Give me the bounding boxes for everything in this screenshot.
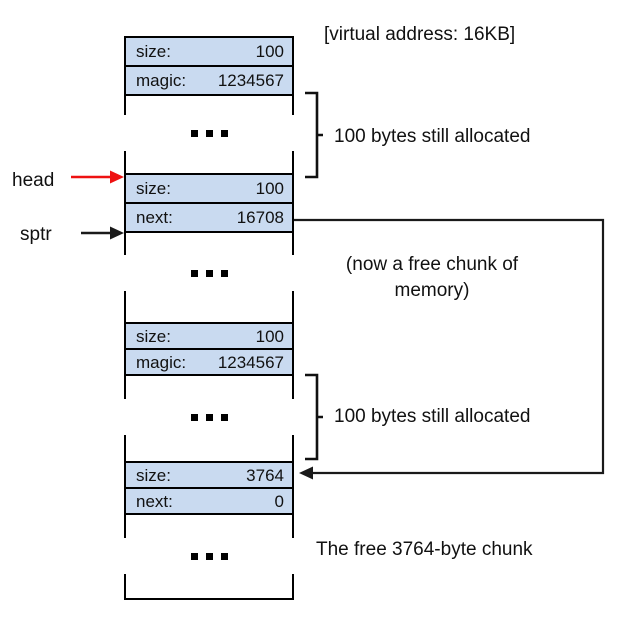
field-label: next:	[136, 208, 173, 227]
ellipsis-dot	[220, 269, 228, 277]
ellipsis-dot	[205, 552, 213, 560]
ellipsis-dot	[205, 413, 213, 421]
field-value: 1234567	[217, 71, 284, 90]
field-value: 100	[255, 42, 284, 61]
field-value: 16708	[236, 208, 284, 227]
ellipsis-dot	[220, 129, 228, 137]
head-arrow	[71, 170, 124, 184]
next-row: next: 16708	[126, 202, 292, 231]
free-chunk-note: (now a free chunk of memory)	[312, 252, 552, 304]
free-chunk-note-line1: (now a free chunk of	[345, 254, 519, 275]
magic-row: magic: 1234567	[126, 348, 292, 374]
chunk-2-header: size: 100 next: 16708	[124, 173, 294, 233]
field-label: magic:	[136, 71, 187, 90]
ellipsis-region	[118, 399, 300, 435]
magic-row: magic: 1234567	[126, 65, 292, 94]
ellipsis-dot	[190, 129, 198, 137]
sptr-pointer-label: sptr	[20, 224, 52, 245]
ellipsis-region	[118, 115, 300, 151]
field-value: 1234567	[217, 352, 284, 372]
ellipsis-region	[118, 255, 300, 291]
ellipsis-dot	[190, 269, 198, 277]
ellipsis-dot	[190, 413, 198, 421]
field-label: size:	[136, 42, 171, 61]
free-chunk-note-line2: memory)	[394, 280, 470, 301]
field-label: size:	[136, 326, 171, 346]
ellipsis-dot	[190, 552, 198, 560]
ellipsis-dot	[205, 269, 213, 277]
field-label: magic:	[136, 352, 187, 372]
virtual-address-caption: [virtual address: 16KB]	[324, 24, 516, 45]
ellipsis-dot	[205, 129, 213, 137]
field-value: 100	[255, 179, 284, 198]
field-value: 100	[255, 326, 284, 346]
size-row: size: 100	[126, 324, 292, 348]
field-value: 3764	[246, 465, 284, 485]
allocated-note-bottom: 100 bytes still allocated	[334, 406, 531, 427]
field-label: size:	[136, 179, 171, 198]
size-row: size: 3764	[126, 463, 292, 487]
chunk-1-header: size: 100 magic: 1234567	[124, 36, 294, 96]
allocated-bracket-bottom	[305, 373, 323, 461]
sptr-arrow	[81, 226, 124, 240]
chunk-4-header: size: 3764 next: 0	[124, 461, 294, 515]
allocated-bracket-top	[305, 91, 323, 179]
next-row: next: 0	[126, 487, 292, 513]
head-pointer-label: head	[12, 170, 55, 191]
field-label: next:	[136, 491, 173, 511]
chunk-3-header: size: 100 magic: 1234567	[124, 322, 294, 376]
free-tail-note: The free 3764-byte chunk	[316, 539, 533, 560]
allocated-note-top: 100 bytes still allocated	[334, 126, 531, 147]
ellipsis-region	[118, 538, 300, 574]
ellipsis-dot	[220, 413, 228, 421]
field-value: 0	[274, 491, 284, 511]
size-row: size: 100	[126, 175, 292, 202]
ellipsis-dot	[220, 552, 228, 560]
size-row: size: 100	[126, 38, 292, 65]
field-label: size:	[136, 465, 171, 485]
